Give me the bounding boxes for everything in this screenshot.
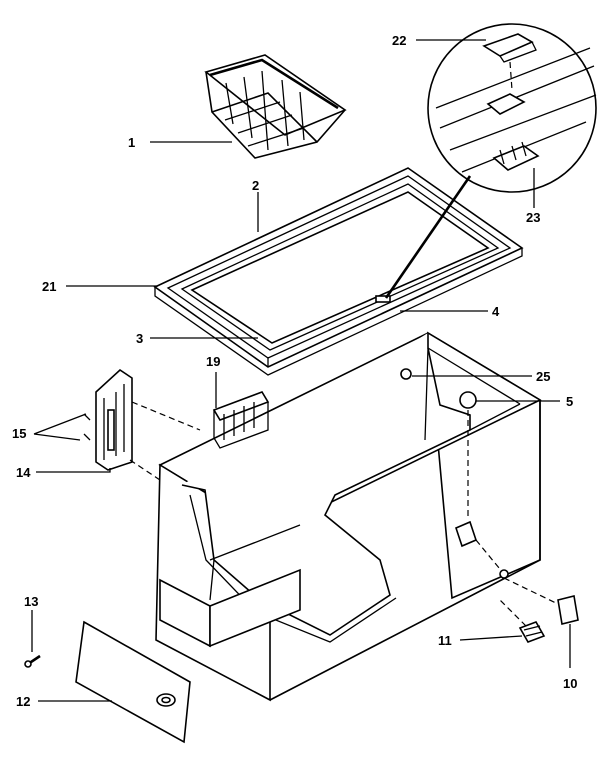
hinge-detail-inset: [384, 23, 597, 299]
callout-23: 23: [526, 210, 540, 225]
callout-3: 3: [136, 331, 143, 346]
wire-basket: [204, 54, 347, 159]
callout-14: 14: [16, 465, 31, 480]
fitting-10: [499, 577, 579, 627]
callout-12: 12: [16, 694, 30, 709]
callout-5: 5: [566, 394, 573, 409]
detail-leader-line: [384, 175, 472, 299]
access-cover-plate: [75, 620, 191, 744]
callout-4: 4: [492, 304, 500, 319]
drain-plug: [459, 391, 477, 409]
lid-latch-slot: [375, 295, 391, 303]
callout-10: 10: [563, 676, 577, 691]
callout-1: 1: [128, 135, 135, 150]
callout-22: 22: [392, 33, 406, 48]
cabinet-hole-25: [400, 368, 412, 380]
lid-frame: [153, 167, 524, 376]
callout-11: 11: [438, 633, 452, 648]
screw: [24, 654, 41, 668]
callout-15: 15: [12, 426, 26, 441]
leader-lines: [31, 39, 571, 702]
callout-13: 13: [24, 594, 38, 609]
callout-2: 2: [252, 178, 259, 193]
callout-19: 19: [206, 354, 220, 369]
hinge-bracket: [83, 368, 201, 481]
callout-25: 25: [536, 369, 550, 384]
terminal-strip: [212, 391, 270, 449]
callout-labels: 1 2 3 4 5 10 11 12 13 14 15 19 21 22 23 …: [12, 33, 577, 709]
callout-21: 21: [42, 279, 56, 294]
freezer-cabinet: [155, 331, 542, 702]
fitting-11: [518, 621, 546, 643]
